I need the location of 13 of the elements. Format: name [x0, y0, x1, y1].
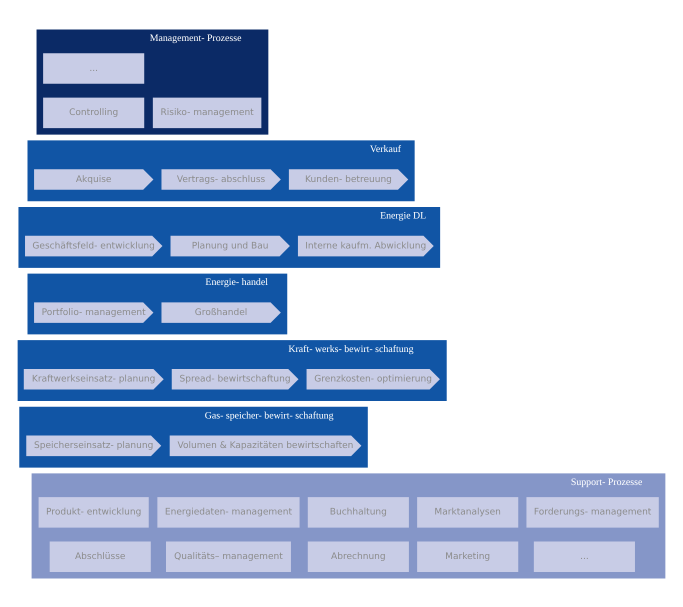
node-box: Abrechnung	[308, 541, 409, 572]
node-box: Buchhaltung	[308, 496, 409, 528]
node-box: Marketing	[417, 541, 518, 572]
node-box: Forderungs- management	[526, 496, 659, 528]
node-box: Risiko- management	[152, 97, 262, 128]
node-box: ...	[43, 52, 144, 84]
node-box: Produkt- entwicklung	[38, 496, 149, 528]
node-box: Controlling	[43, 97, 144, 128]
node-box: Marktanalysen	[417, 496, 518, 528]
node-box: ...	[534, 541, 635, 572]
node-box: Qualitäts– management	[166, 541, 291, 572]
node-box: Energiedaten- management	[157, 496, 300, 528]
node-box: Abschlüsse	[50, 541, 151, 572]
